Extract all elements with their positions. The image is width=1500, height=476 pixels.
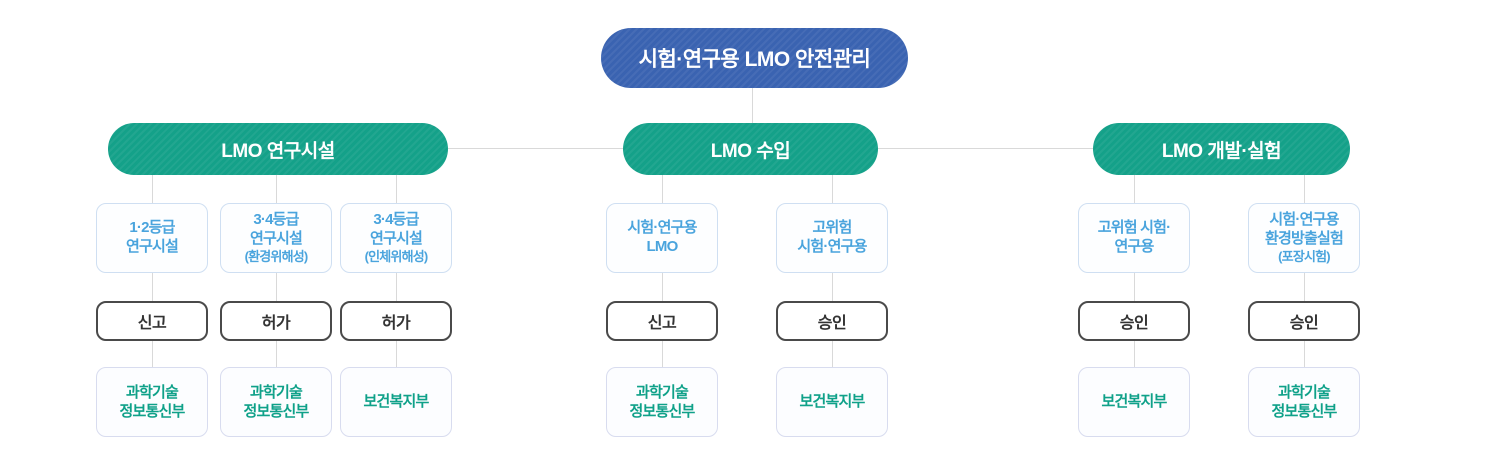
ministry-label: 과학기술 정보통신부 (1271, 383, 1337, 421)
category-sublabel: (환경위해성) (244, 248, 309, 264)
chain-development-high-risk: 고위험 시험· 연구용 승인 보건복지부 (1078, 175, 1190, 437)
group-node-import: LMO 수입 (623, 123, 878, 175)
action-label: 허가 (381, 315, 411, 332)
category-box: 고위험 시험· 연구용 (1078, 203, 1190, 273)
root-node-label: 시험·연구용 LMO 안전관리 (638, 48, 871, 71)
category-label: 3·4등급 연구시설 (249, 210, 303, 247)
action-label: 신고 (137, 315, 167, 332)
connector-vertical (151, 175, 153, 203)
ministry-label: 과학기술 정보통신부 (243, 383, 309, 421)
group-label: LMO 개발·실험 (1161, 140, 1282, 162)
category-box: 3·4등급 연구시설 (인체위해성) (340, 203, 452, 273)
category-label: 3·4등급 연구시설 (369, 210, 423, 247)
connector-vertical (831, 175, 833, 203)
ministry-box: 보건복지부 (1078, 367, 1190, 437)
connector-root-to-import (752, 88, 753, 123)
action-box: 허가 (340, 301, 452, 341)
category-label: 시험·연구용 LMO (627, 219, 697, 255)
action-label: 허가 (261, 315, 291, 332)
connector-vertical (1133, 175, 1135, 203)
chain-grade34-facility-environment: 3·4등급 연구시설 (환경위해성) 허가 과학기술 정보통신부 (220, 175, 332, 437)
action-label: 승인 (817, 315, 847, 332)
category-label: 고위험 시험·연구용 (797, 219, 867, 255)
connector-vertical (661, 175, 663, 203)
category-label: 1·2등급 연구시설 (125, 219, 179, 255)
connector-vertical (151, 341, 153, 367)
ministry-label: 보건복지부 (363, 393, 429, 411)
chain-development-environmental-release: 시험·연구용 환경방출실험 (포장시험) 승인 과학기술 정보통신부 (1248, 175, 1360, 437)
action-box: 승인 (1248, 301, 1360, 341)
category-sublabel: (인체위해성) (364, 248, 429, 264)
ministry-box: 과학기술 정보통신부 (606, 367, 718, 437)
connector-vertical (831, 273, 833, 301)
connector-vertical (275, 175, 277, 203)
connector-vertical (395, 175, 397, 203)
ministry-box: 과학기술 정보통신부 (96, 367, 208, 437)
chain-import-test-research-lmo: 시험·연구용 LMO 신고 과학기술 정보통신부 (606, 175, 718, 437)
action-box: 승인 (776, 301, 888, 341)
category-box: 고위험 시험·연구용 (776, 203, 888, 273)
category-box: 시험·연구용 환경방출실험 (포장시험) (1248, 203, 1360, 273)
connector-vertical (395, 341, 397, 367)
connector-vertical (661, 273, 663, 301)
ministry-box: 보건복지부 (776, 367, 888, 437)
chain-import-high-risk: 고위험 시험·연구용 승인 보건복지부 (776, 175, 888, 437)
chain-grade12-facility: 1·2등급 연구시설 신고 과학기술 정보통신부 (96, 175, 208, 437)
connector-vertical (1303, 175, 1305, 203)
chain-grade34-facility-human: 3·4등급 연구시설 (인체위해성) 허가 보건복지부 (340, 175, 452, 437)
action-box: 신고 (96, 301, 208, 341)
connector-vertical (1133, 273, 1135, 301)
group-node-research-facility: LMO 연구시설 (108, 123, 448, 175)
connector-vertical (1303, 273, 1305, 301)
ministry-box: 보건복지부 (340, 367, 452, 437)
connector-vertical (1303, 341, 1305, 367)
action-box: 승인 (1078, 301, 1190, 341)
root-node: 시험·연구용 LMO 안전관리 (601, 28, 908, 88)
action-label: 신고 (647, 315, 677, 332)
ministry-label: 과학기술 정보통신부 (629, 383, 695, 421)
connector-vertical (1133, 341, 1135, 367)
group-label: LMO 연구시설 (221, 140, 335, 162)
connector-vertical (395, 273, 397, 301)
connector-vertical (151, 273, 153, 301)
action-box: 신고 (606, 301, 718, 341)
ministry-label: 보건복지부 (799, 393, 865, 411)
action-box: 허가 (220, 301, 332, 341)
connector-vertical (831, 341, 833, 367)
connector-vertical (275, 273, 277, 301)
category-label: 고위험 시험· 연구용 (1097, 219, 1171, 255)
action-label: 승인 (1289, 315, 1319, 332)
category-sublabel: (포장시험) (1278, 248, 1330, 264)
group-label: LMO 수입 (710, 140, 791, 162)
action-label: 승인 (1119, 315, 1149, 332)
category-box: 3·4등급 연구시설 (환경위해성) (220, 203, 332, 273)
connector-vertical (661, 341, 663, 367)
ministry-label: 과학기술 정보통신부 (119, 383, 185, 421)
ministry-box: 과학기술 정보통신부 (220, 367, 332, 437)
category-box: 1·2등급 연구시설 (96, 203, 208, 273)
ministry-box: 과학기술 정보통신부 (1248, 367, 1360, 437)
category-box: 시험·연구용 LMO (606, 203, 718, 273)
ministry-label: 보건복지부 (1101, 393, 1167, 411)
connector-vertical (275, 341, 277, 367)
group-node-development-experiment: LMO 개발·실험 (1093, 123, 1350, 175)
category-label: 시험·연구용 환경방출실험 (1264, 210, 1344, 247)
